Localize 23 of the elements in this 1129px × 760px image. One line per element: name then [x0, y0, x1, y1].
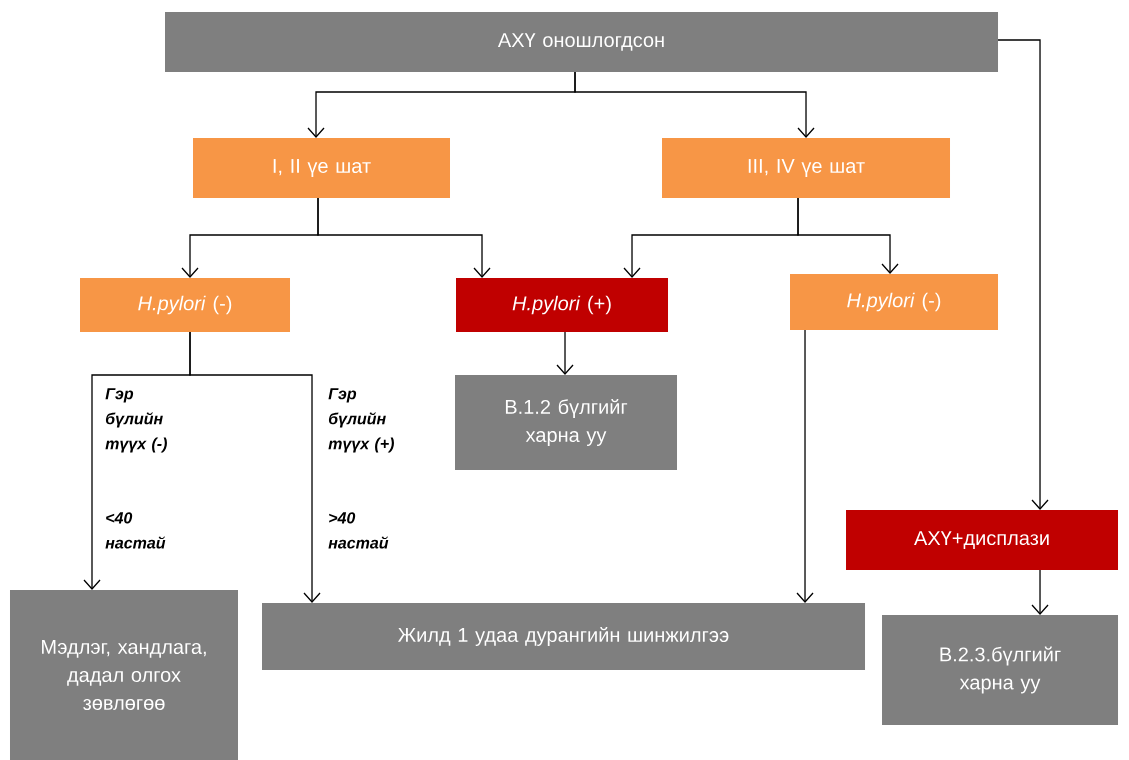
condition-label: <40 настай	[105, 512, 166, 549]
arrow	[574, 71, 815, 138]
arrow	[189, 331, 321, 603]
flow-box: Мэдлэг, хандлага, дадал олгох зөвлөгөө	[10, 590, 238, 760]
arrow	[317, 197, 491, 278]
arrow	[796, 329, 814, 603]
flow-box: В.2.3.бүлгийг харна уу	[882, 615, 1118, 725]
arrow	[797, 197, 899, 274]
arrow	[556, 331, 574, 375]
flow-box: H.pylori (-)	[80, 278, 290, 332]
flow-box: АХҮ+дисплази	[846, 510, 1118, 570]
flow-box: В.1.2 бүлгийг харна уу	[455, 375, 677, 470]
edge-label: Гэр бүлийн түүх (-)	[105, 388, 167, 453]
condition-label: >40 настай	[328, 512, 389, 549]
arrow	[1031, 569, 1049, 615]
flow-box: I, II үе шат	[193, 138, 450, 198]
flow-box: Жилд 1 удаа дурангийн шинжилгээ	[262, 603, 865, 670]
arrow	[997, 39, 1049, 510]
flow-box: АХҮ оношлогдсон	[165, 12, 998, 72]
edge-label: Гэр бүлийн түүх (+)	[328, 388, 394, 453]
flow-box: H.pylori (-)	[790, 274, 998, 330]
flow-box: III, IV үе шат	[662, 138, 950, 198]
flow-box: H.pylori (+)	[456, 278, 668, 332]
